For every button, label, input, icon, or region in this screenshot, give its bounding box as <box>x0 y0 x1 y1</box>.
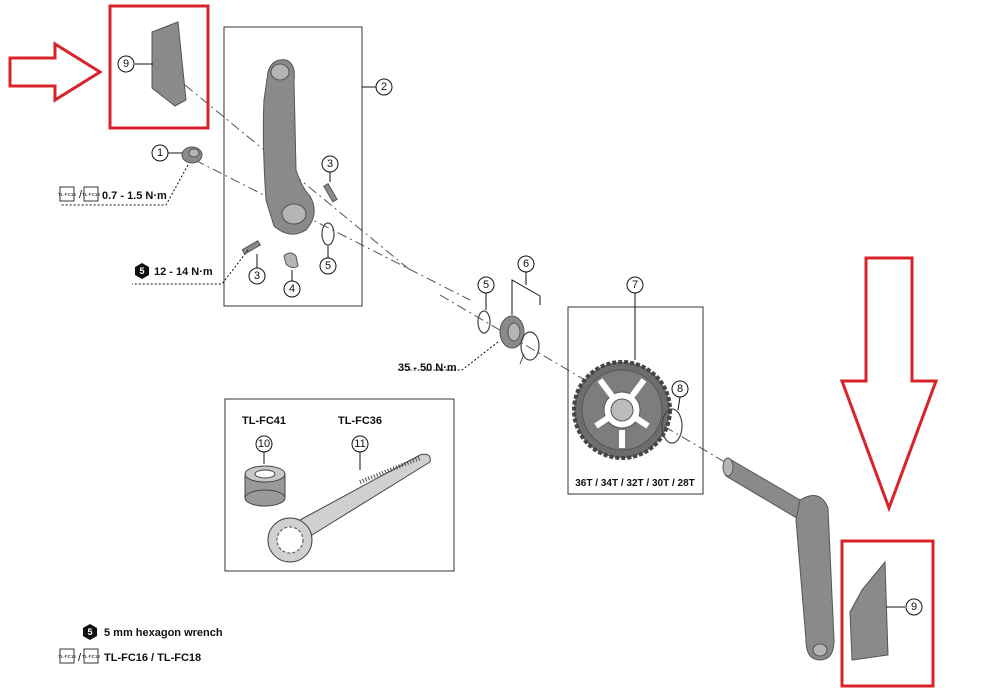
svg-text:2: 2 <box>381 81 387 93</box>
left-crank-arm <box>262 59 315 235</box>
o-ring-left <box>321 222 335 246</box>
cap-torque-spec: TL-FC16 / TL-FC18 0.7 - 1.5 N·m <box>58 186 167 202</box>
tool-a-label: TL-FC41 <box>242 415 286 427</box>
callout-5-center: 5 <box>477 276 495 294</box>
svg-text:5: 5 <box>87 627 92 637</box>
callout-11: 11 <box>351 435 369 453</box>
lockring-torque-spec: 35 - 50 N·m <box>398 362 457 374</box>
svg-text:5: 5 <box>325 260 331 272</box>
svg-text:6: 6 <box>523 258 529 270</box>
svg-text:5 mm hexagon wrench: 5 mm hexagon wrench <box>104 627 223 639</box>
svg-text:11: 11 <box>354 438 365 450</box>
legend-tools: TL-FC16 / TL-FC18 TL-FC16 / TL-FC18 <box>58 648 201 664</box>
callout-8: 8 <box>671 380 689 398</box>
svg-text:7: 7 <box>632 279 638 291</box>
svg-text:5: 5 <box>139 266 144 276</box>
arrow-down-icon <box>839 256 939 513</box>
tools-box <box>224 398 455 572</box>
svg-text:TL-FC18: TL-FC18 <box>82 654 100 659</box>
callout-9-bottom: 9 <box>905 598 923 616</box>
svg-text:8: 8 <box>677 383 683 395</box>
callout-6: 6 <box>517 255 535 273</box>
svg-text:3: 3 <box>327 158 333 170</box>
arrow-right-icon <box>8 41 103 103</box>
svg-text:12 - 14 N·m: 12 - 14 N·m <box>154 266 213 278</box>
highlight-box-bottom <box>840 539 935 688</box>
svg-text:3: 3 <box>254 270 260 282</box>
svg-text:TL-FC18: TL-FC18 <box>82 192 100 197</box>
callout-9-top: 9 <box>117 55 135 73</box>
svg-text:4: 4 <box>289 283 295 295</box>
svg-text:5: 5 <box>483 279 489 291</box>
svg-text:10: 10 <box>258 438 270 450</box>
lock-ring-spacer <box>519 331 540 365</box>
svg-text:0.7 - 1.5 N·m: 0.7 - 1.5 N·m <box>102 190 167 202</box>
svg-text:9: 9 <box>911 601 917 613</box>
tool-b-label: TL-FC36 <box>338 415 382 427</box>
chainring-sizes: 36T / 34T / 32T / 30T / 28T <box>575 478 695 489</box>
bolt-torque-spec: 5 12 - 14 N·m <box>135 263 213 279</box>
callout-10: 10 <box>255 435 273 453</box>
svg-text:TL-FC16 / TL-FC18: TL-FC16 / TL-FC18 <box>104 652 201 664</box>
svg-text:1: 1 <box>157 147 163 159</box>
lock-ring <box>499 315 525 349</box>
callout-4: 4 <box>283 280 301 298</box>
svg-text:/: / <box>79 189 83 201</box>
svg-text:/: / <box>78 652 82 664</box>
crank-cover-cap-top <box>151 21 187 107</box>
crank-cap <box>181 146 203 164</box>
highlight-box-top <box>108 4 210 130</box>
crank-cover-cap-bottom <box>849 560 889 661</box>
svg-text:9: 9 <box>123 58 129 70</box>
o-ring-chainring <box>661 408 683 444</box>
left-crank-box <box>223 26 363 307</box>
callout-1: 1 <box>151 144 169 162</box>
pinch-bolt-lower <box>241 240 261 255</box>
callout-3-lower: 3 <box>248 267 266 285</box>
safety-plate <box>283 252 299 269</box>
tool-tl-fc41 <box>244 465 286 507</box>
legend-hex-wrench: 5 5 mm hexagon wrench <box>83 624 223 640</box>
tool-tl-fc36 <box>267 453 431 563</box>
chainring <box>572 360 672 460</box>
callout-7: 7 <box>626 276 644 294</box>
svg-text:TL-FC16: TL-FC16 <box>58 192 76 197</box>
pinch-bolt-upper <box>323 183 338 203</box>
right-crank-arm <box>722 457 835 661</box>
crank-center-line <box>194 159 471 301</box>
callout-2: 2 <box>375 78 393 96</box>
callout-3-upper: 3 <box>321 155 339 173</box>
o-ring-center <box>477 310 491 334</box>
callout-5-left: 5 <box>319 257 337 275</box>
svg-text:TL-FC16: TL-FC16 <box>58 654 76 659</box>
